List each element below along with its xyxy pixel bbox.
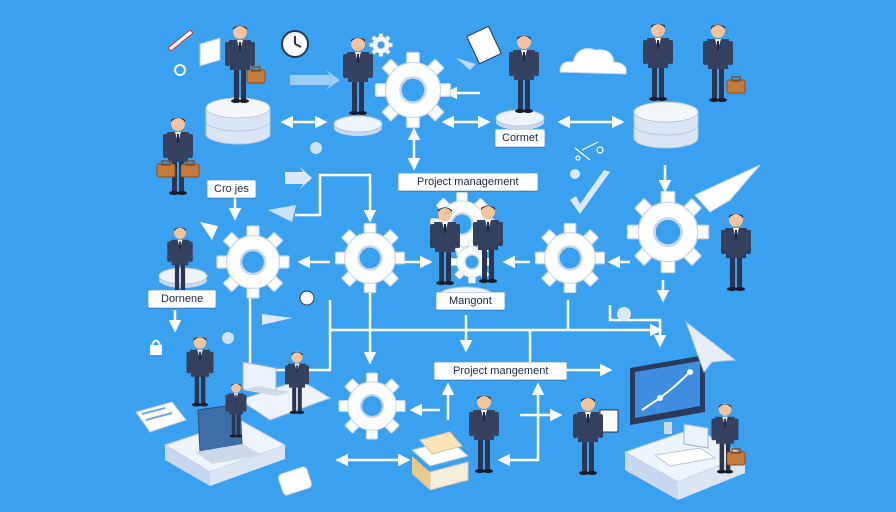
gear-icon [626, 190, 710, 274]
paper-plane-icon [694, 164, 761, 213]
document-icon [135, 401, 187, 433]
person-icon [186, 336, 214, 407]
gear-icon [369, 33, 393, 57]
clock-icon [281, 30, 309, 58]
pen-icon [167, 29, 194, 52]
gear-icon [215, 224, 291, 300]
paper-plane-icon [684, 320, 737, 374]
clipboard-icon [466, 25, 502, 65]
gauge-icon [299, 290, 315, 306]
lock-icon [150, 339, 162, 355]
decorative-arrows [262, 58, 476, 325]
misc-icons [150, 25, 761, 433]
label-project-management-bottom: Project mangement [434, 362, 568, 380]
label-cormet: Cormet [495, 129, 546, 147]
label-project-management-top: Project management [398, 173, 538, 191]
person-icon [721, 213, 751, 291]
label-dornene: Dornene [148, 290, 217, 308]
briefcase-icon [726, 76, 746, 94]
gear-icon [337, 371, 407, 441]
gear-icon [374, 51, 452, 129]
gear-icon [334, 222, 406, 294]
checkmark-icon [570, 170, 610, 214]
person-icon [573, 397, 603, 475]
person-icon [343, 37, 373, 115]
person-icon [163, 117, 193, 195]
phone-icon [277, 466, 313, 496]
devices [135, 355, 717, 496]
clipboard-icon [199, 37, 221, 67]
person-icon [509, 35, 539, 113]
label-mangont: Mangont [436, 292, 505, 310]
person-icon [469, 395, 499, 473]
network-doodle-icon [574, 141, 604, 161]
monitor-icon [630, 355, 705, 434]
person-icon [643, 23, 673, 101]
laptop-icon [242, 361, 290, 396]
cloud-icon [559, 48, 627, 75]
gear-icon [534, 222, 606, 294]
document-stack-icon [410, 431, 470, 491]
laptop-icon [683, 423, 709, 449]
label-cro-jes: Cro jes [207, 180, 256, 198]
person-icon [225, 25, 255, 103]
